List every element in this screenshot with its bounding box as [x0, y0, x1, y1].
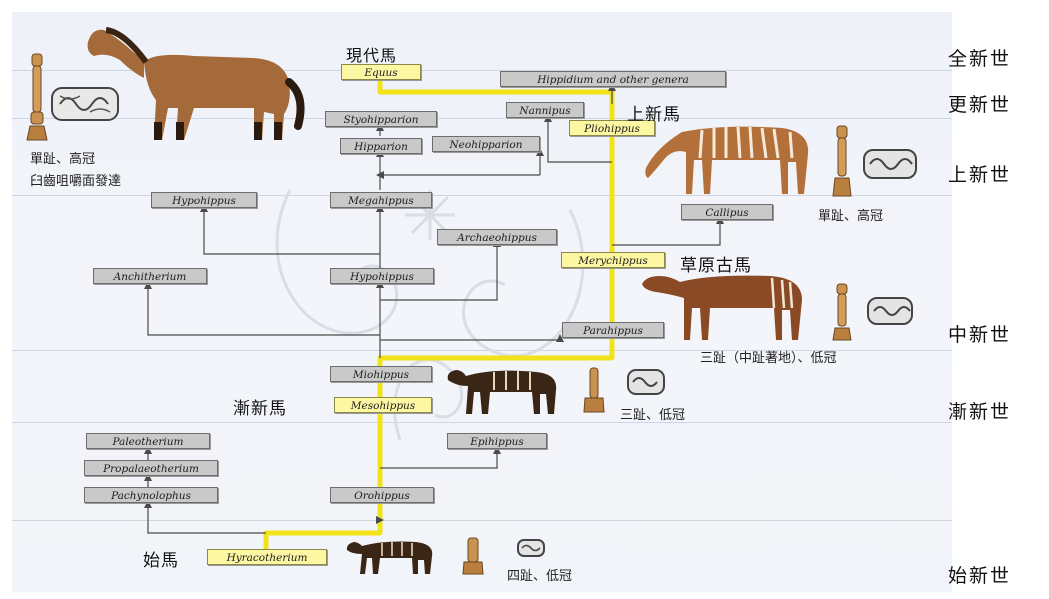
era-pleistocene: 更新世 [948, 94, 1012, 116]
label-pliocene-horse: 上新馬 [627, 105, 681, 125]
box-hipparion: Hipparion [340, 138, 422, 154]
note-modern-teeth: 臼齒咀嚼面發達 [30, 174, 122, 189]
molar-tooth-icon [51, 87, 119, 121]
foot-bone-icon [462, 537, 484, 575]
box-pachynolophus: Pachynolophus [84, 487, 218, 503]
era-divider [12, 520, 952, 521]
era-divider [12, 422, 952, 423]
label-oligocene-horse: 漸新馬 [233, 399, 287, 419]
foot-bone-icon [583, 367, 605, 413]
box-miohippus: Miohippus [330, 366, 432, 382]
era-pliocene: 上新世 [948, 164, 1012, 186]
box-paleotherium: Paleotherium [86, 433, 210, 449]
label-modern-horse: 現代馬 [346, 46, 398, 65]
box-propalaeotherium: Propalaeotherium [84, 460, 218, 476]
foot-bone-icon [832, 283, 852, 341]
box-equus: Equus [341, 64, 421, 80]
molar-tooth-icon [627, 369, 665, 395]
box-hyracotherium: Hyracotherium [207, 549, 327, 565]
era-divider [12, 195, 952, 196]
note-modern-toe: 單趾、高冠 [30, 152, 96, 167]
box-archaeohippus: Archaeohippus [437, 229, 557, 245]
box-callipus: Callipus [681, 204, 773, 220]
hyracotherium-illustration [346, 541, 433, 574]
box-merychippus: Merychippus [561, 252, 665, 268]
box-anchitherium: Anchitherium [93, 268, 207, 284]
era-miocene: 中新世 [948, 324, 1012, 346]
molar-tooth-icon [867, 297, 913, 325]
box-hippidium: Hippidium and other genera [500, 71, 726, 87]
box-styohipparion: Styohipparion [325, 111, 437, 127]
molar-tooth-icon [863, 149, 917, 179]
note-hyracotherium-toe: 四趾、低冠 [507, 569, 573, 584]
note-merychippus-toe: 三趾（中趾著地）、低冠 [700, 351, 837, 366]
era-oligocene: 漸新世 [948, 401, 1012, 423]
equus-horse-illustration [87, 27, 305, 140]
mesohippus-illustration [447, 370, 557, 414]
era-divider [12, 118, 952, 119]
note-mesohippus-toe: 三趾、低冠 [620, 408, 686, 423]
box-nannipus: Nannipus [506, 102, 584, 118]
box-neohipparion: Neohipparion [432, 136, 540, 152]
box-mesohippus: Mesohippus [334, 397, 432, 413]
box-hypohippus-upper: Hypohippus [151, 192, 257, 208]
era-eocene: 始新世 [948, 565, 1012, 587]
box-hypohippus: Hypohippus [330, 268, 434, 284]
box-orohippus: Orohippus [330, 487, 434, 503]
box-megahippus: Megahippus [330, 192, 432, 208]
box-pliohippus: Pliohippus [569, 120, 655, 136]
molar-tooth-icon [517, 539, 545, 557]
box-parahippus: Parahippus [562, 322, 664, 338]
era-divider [12, 70, 952, 71]
box-epihippus: Epihippus [447, 433, 547, 449]
note-pliohippus-toe: 單趾、高冠 [818, 209, 884, 224]
pliohippus-horse-illustration [645, 126, 809, 194]
era-divider [12, 350, 952, 351]
label-eo-horse: 始馬 [143, 551, 179, 571]
era-holocene: 全新世 [948, 48, 1012, 70]
foot-bone-icon [26, 53, 48, 141]
foot-bone-icon [832, 125, 852, 197]
label-grassland-horse: 草原古馬 [680, 256, 752, 276]
merychippus-horse-illustration [642, 275, 802, 340]
